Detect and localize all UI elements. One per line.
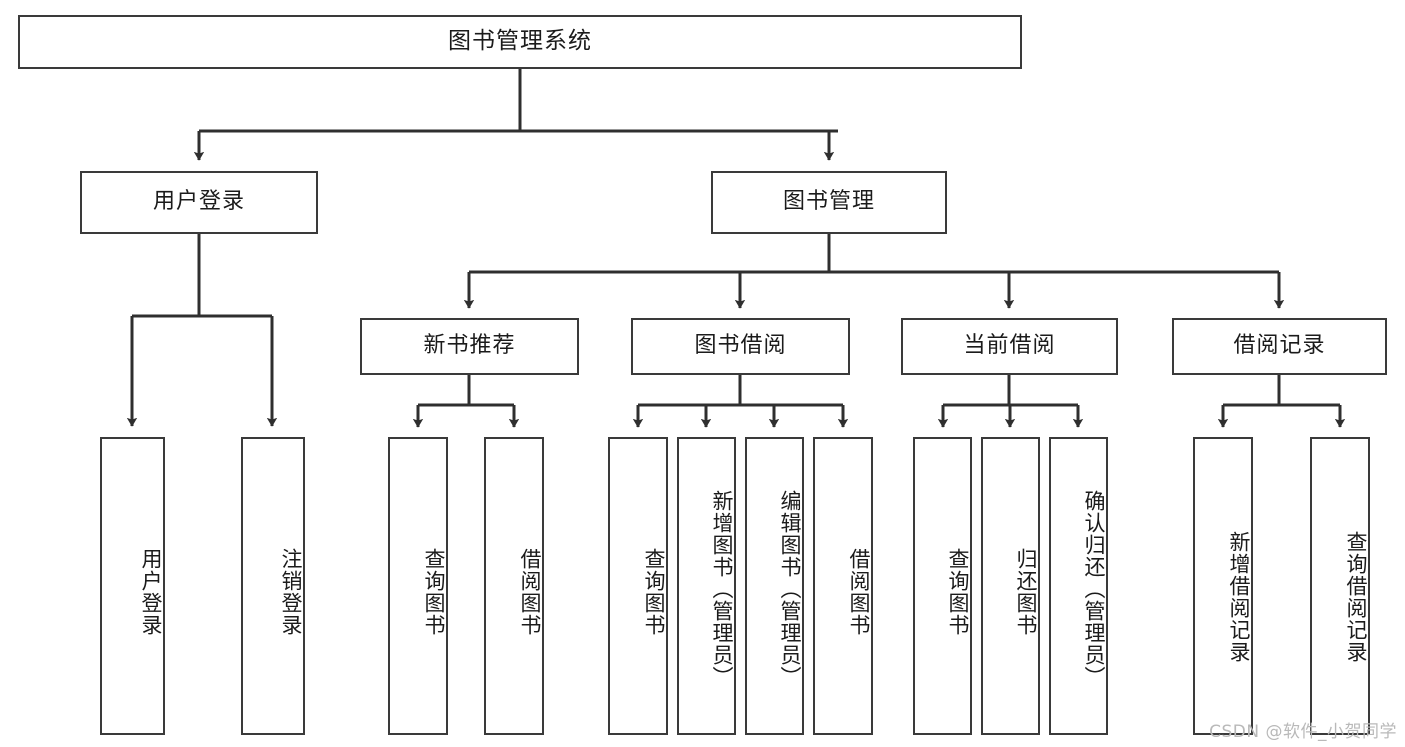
- node-user-login[interactable]: 用户登录: [80, 171, 318, 234]
- node-user-login-do[interactable]: 用户登录: [100, 437, 165, 735]
- node-bb-add-book[interactable]: 新增图书（管理员）: [677, 437, 736, 735]
- node-user-login-label: 用户登录: [152, 189, 245, 215]
- node-borrow-record-label: 借阅记录: [1233, 333, 1326, 359]
- node-user-login-do-label: 用户登录: [139, 548, 163, 636]
- csdn-watermark: CSDN @软件_小贺同学: [1209, 722, 1397, 742]
- node-user-logout[interactable]: 注销登录: [241, 437, 305, 735]
- node-cb-return-book-label: 归还图书: [1014, 548, 1038, 636]
- node-bb-edit-book[interactable]: 编辑图书（管理员）: [745, 437, 804, 735]
- node-new-book-rec-label: 新书推荐: [423, 333, 516, 359]
- node-bb-edit-book-label: 编辑图书（管理员）: [778, 490, 802, 688]
- node-br-add-record-label: 新增借阅记录: [1227, 531, 1251, 663]
- node-book-manage-label: 图书管理: [782, 189, 875, 215]
- node-cb-query-book[interactable]: 查询图书: [913, 437, 972, 735]
- node-root-label: 图书管理系统: [448, 28, 592, 55]
- node-br-query-record[interactable]: 查询借阅记录: [1310, 437, 1370, 735]
- node-nbr-query-book-label: 查询图书: [422, 548, 446, 636]
- node-book-borrow[interactable]: 图书借阅: [631, 318, 850, 375]
- node-br-add-record[interactable]: 新增借阅记录: [1193, 437, 1253, 735]
- node-book-borrow-label: 图书借阅: [694, 333, 787, 359]
- node-new-book-rec[interactable]: 新书推荐: [360, 318, 579, 375]
- node-borrow-record[interactable]: 借阅记录: [1172, 318, 1387, 375]
- node-root[interactable]: 图书管理系统: [18, 15, 1022, 69]
- node-current-borrow[interactable]: 当前借阅: [901, 318, 1118, 375]
- node-bb-borrow-book-label: 借阅图书: [847, 548, 871, 636]
- node-cb-return-book[interactable]: 归还图书: [981, 437, 1040, 735]
- node-current-borrow-label: 当前借阅: [963, 333, 1056, 359]
- node-br-query-record-label: 查询借阅记录: [1344, 531, 1368, 663]
- node-nbr-borrow-book-label: 借阅图书: [518, 548, 542, 636]
- node-cb-query-book-label: 查询图书: [946, 548, 970, 636]
- node-user-logout-label: 注销登录: [279, 548, 303, 636]
- node-bb-query-book-label: 查询图书: [642, 548, 666, 636]
- node-bb-borrow-book[interactable]: 借阅图书: [813, 437, 873, 735]
- node-bb-query-book[interactable]: 查询图书: [608, 437, 668, 735]
- node-cb-confirm-return[interactable]: 确认归还（管理员）: [1049, 437, 1108, 735]
- node-nbr-borrow-book[interactable]: 借阅图书: [484, 437, 544, 735]
- node-cb-confirm-return-label: 确认归还（管理员）: [1082, 490, 1106, 688]
- node-nbr-query-book[interactable]: 查询图书: [388, 437, 448, 735]
- node-bb-add-book-label: 新增图书（管理员）: [710, 490, 734, 688]
- node-book-manage[interactable]: 图书管理: [711, 171, 947, 234]
